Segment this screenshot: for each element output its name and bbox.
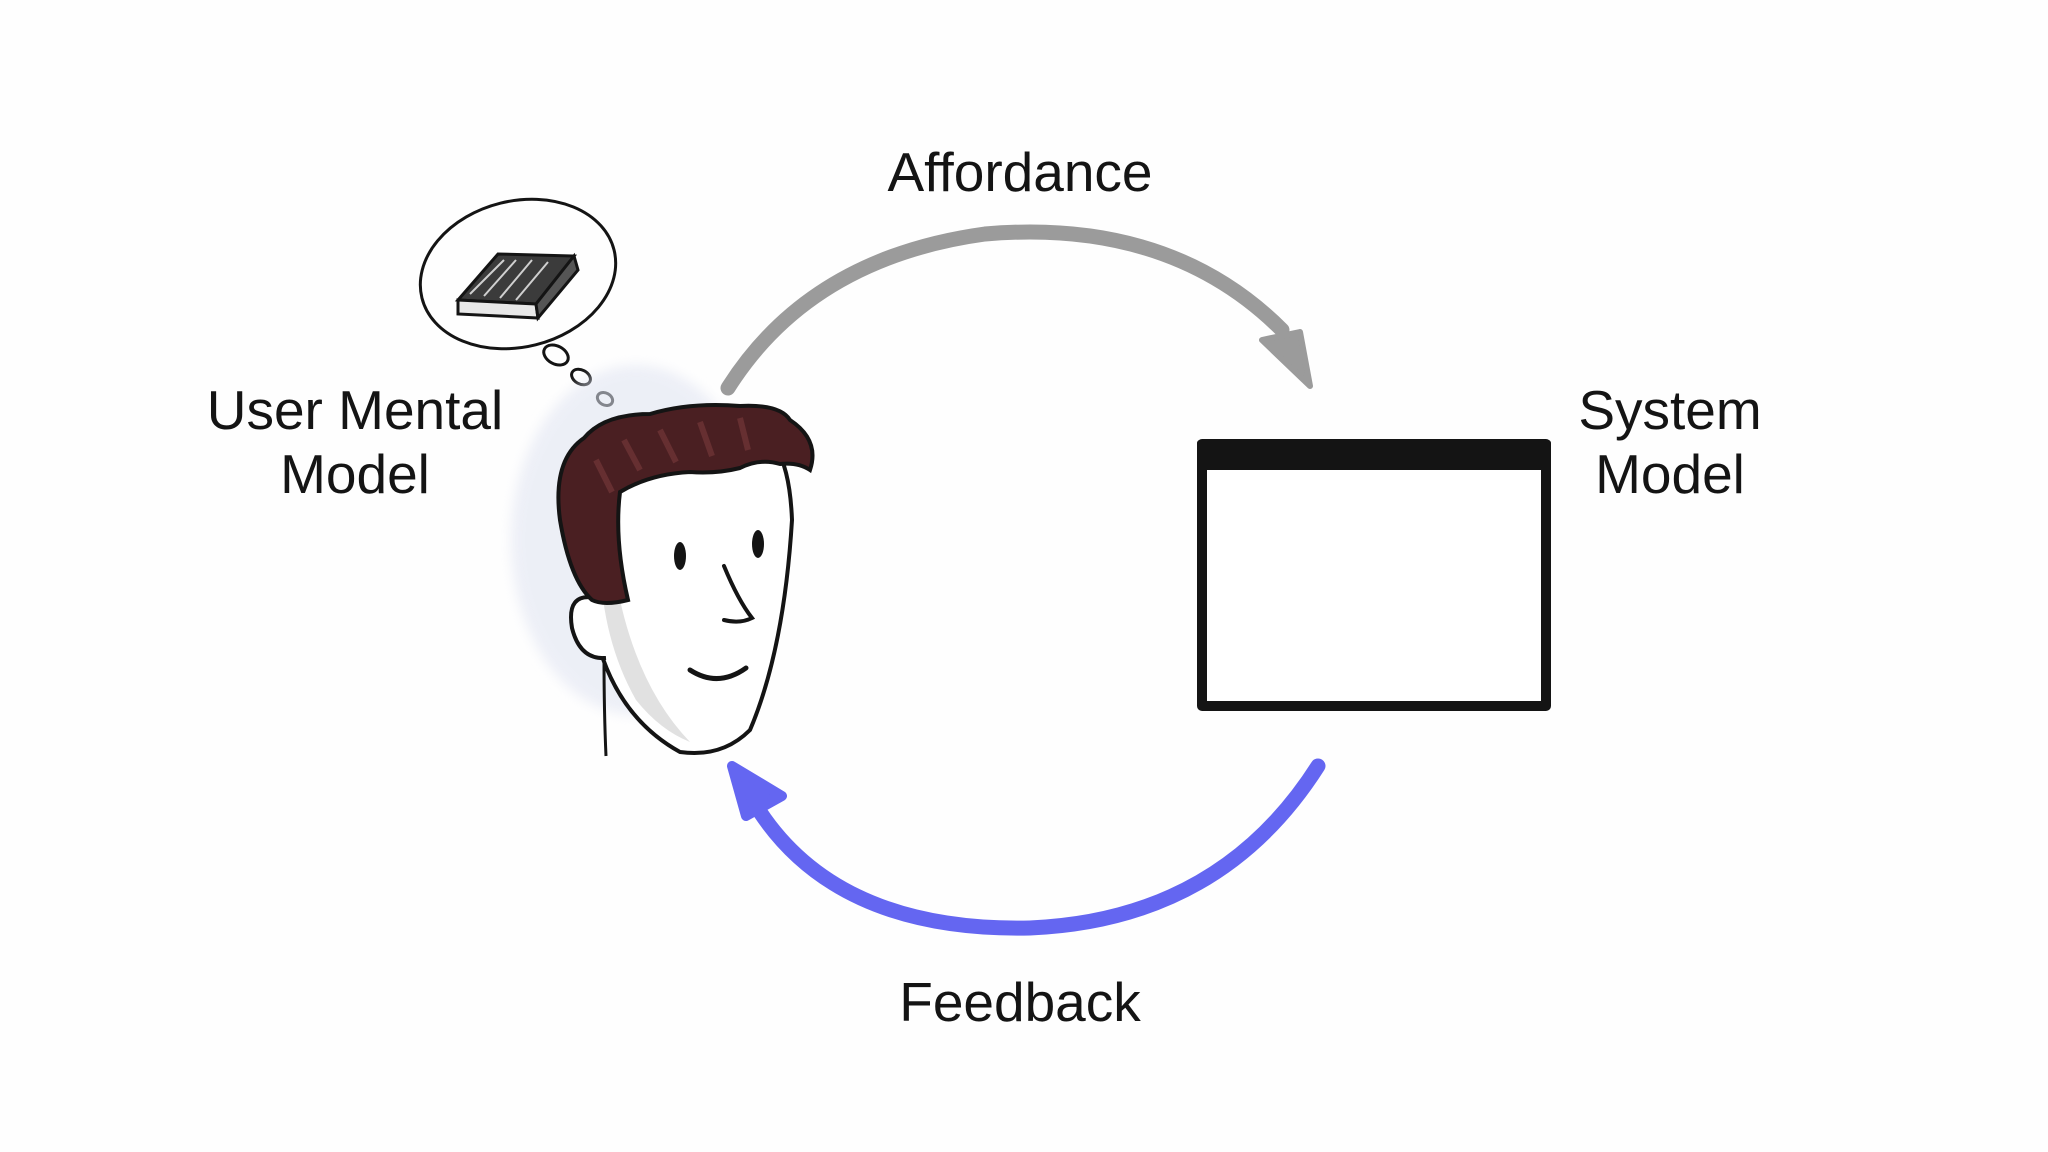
feedback-arrow <box>727 758 1326 936</box>
thought-bubble-dot <box>542 343 570 367</box>
system-model-label: System Model <box>1480 378 1860 506</box>
affordance-label: Affordance <box>887 141 1153 203</box>
affordance-arrow-head <box>1259 329 1313 389</box>
hair <box>556 403 815 605</box>
feedback-label: Feedback <box>899 971 1141 1033</box>
user-mental-model-label-line: User Mental <box>206 379 504 441</box>
window-frame <box>1197 439 1551 711</box>
feedback-arrow-arc <box>752 758 1326 936</box>
thought-bubble-with-book-icon <box>418 197 618 407</box>
thought-bubble <box>418 197 618 351</box>
ear <box>569 595 607 661</box>
user-mental-model-label-line: Model <box>280 443 430 505</box>
user-mental-model-label: User Mental Model <box>155 378 555 506</box>
nose <box>722 564 756 624</box>
book-icon <box>454 252 580 322</box>
affordance-arrow <box>720 224 1313 396</box>
left-eye <box>674 542 686 570</box>
system-window-icon <box>1197 439 1551 711</box>
user-head-illustration <box>511 365 815 757</box>
system-model-label-line: System <box>1578 379 1762 441</box>
feedback-arrow-head <box>727 761 787 821</box>
system-model-label-line: Model <box>1595 443 1745 505</box>
window-title-bar <box>1197 440 1551 470</box>
neck <box>602 655 608 757</box>
mouth <box>687 665 749 681</box>
affordance-arrow-arc <box>720 224 1290 396</box>
right-eye <box>752 530 764 558</box>
